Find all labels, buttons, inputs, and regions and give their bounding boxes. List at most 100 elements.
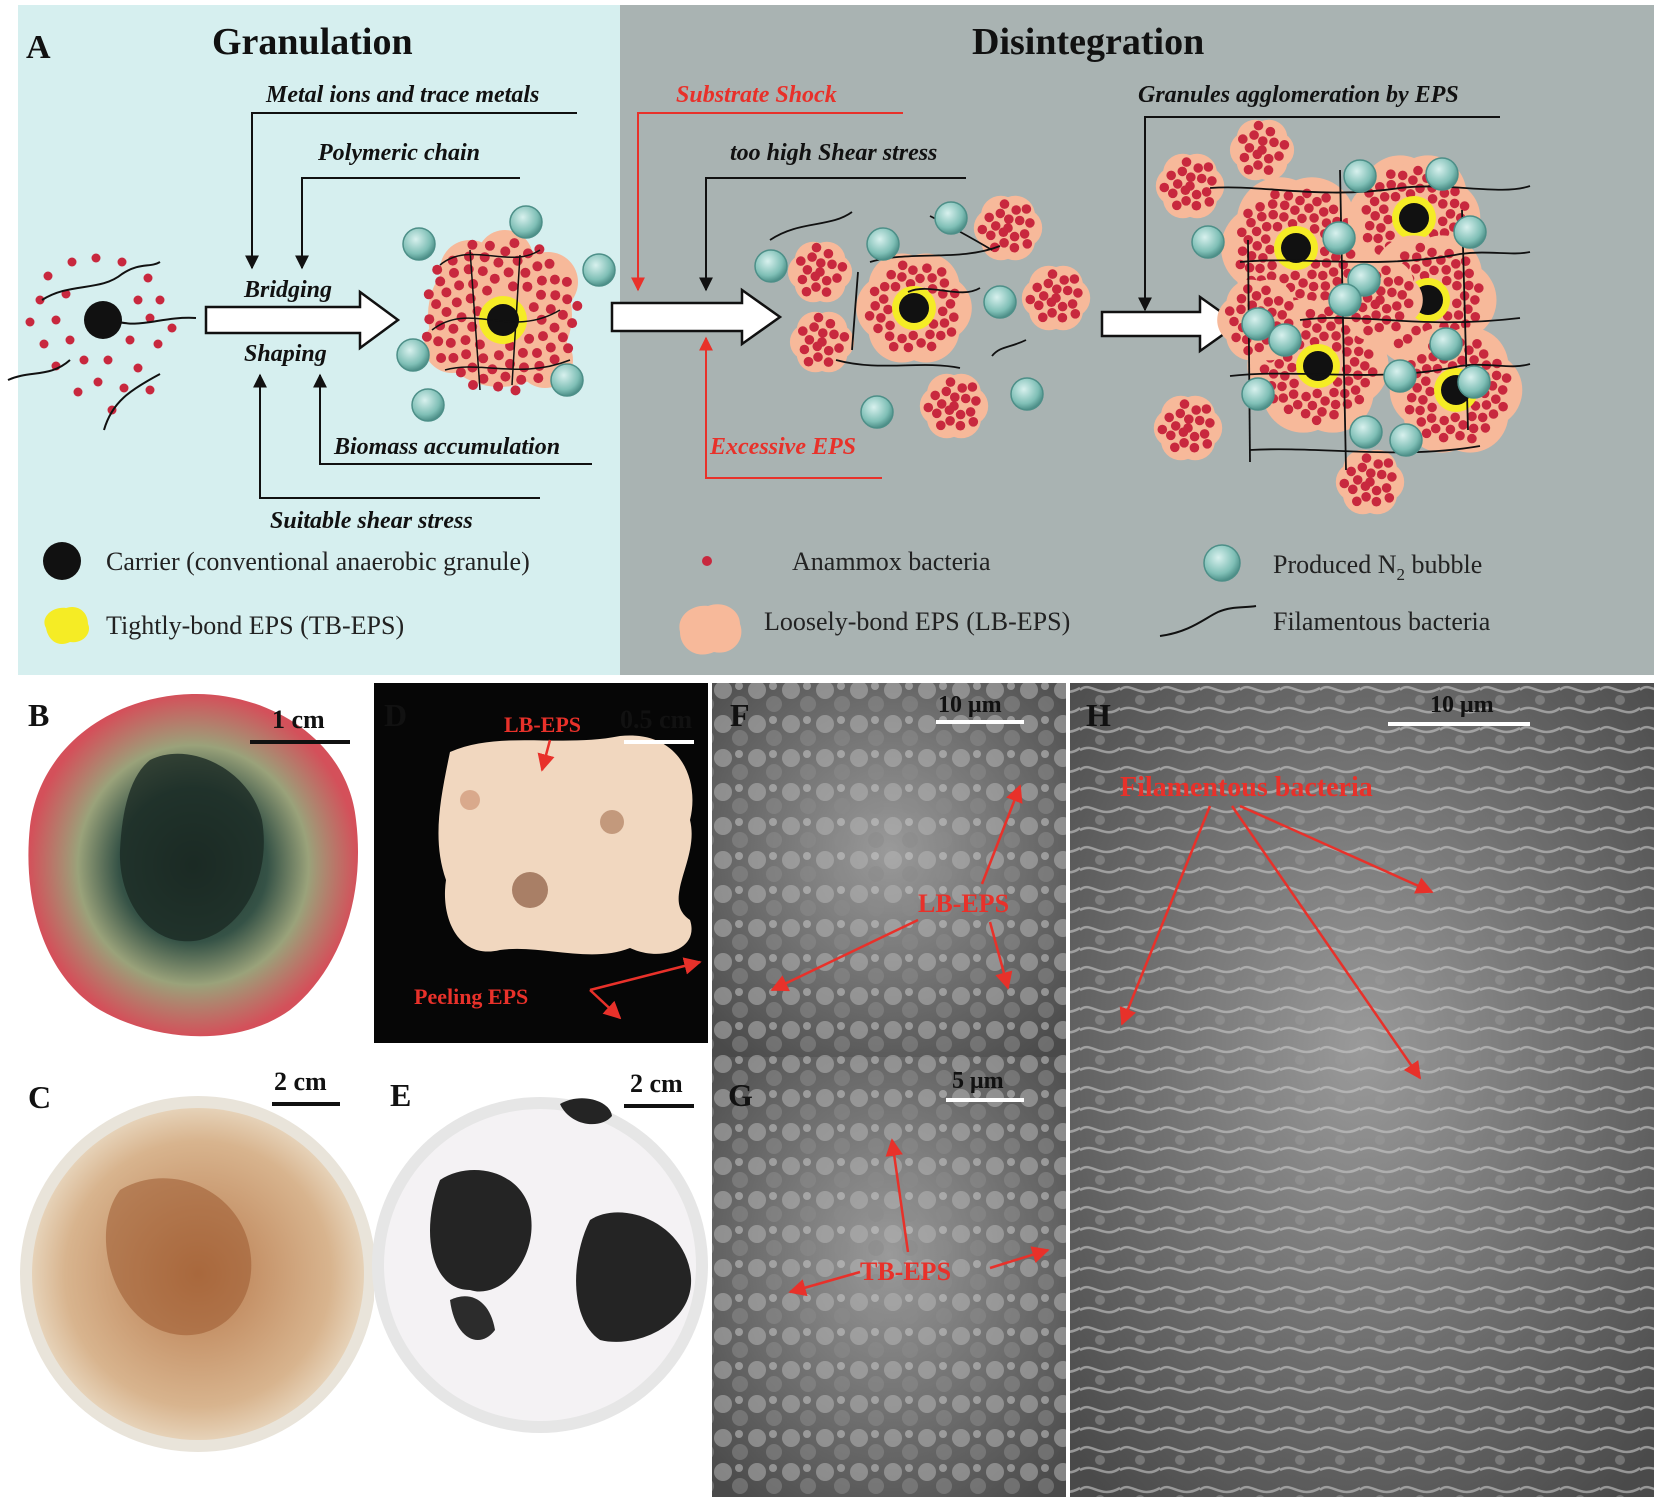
panel-h: H 10 μm Filamentous bacteria [1070, 683, 1654, 1497]
n2-bubble [1383, 359, 1417, 393]
n2-bubble [402, 227, 436, 261]
eps-cluster [973, 195, 1043, 261]
n2-bubble [1010, 377, 1044, 411]
label-shaping: Shaping [244, 341, 327, 367]
n2-bubble [1457, 365, 1491, 399]
legend: Carrier (conventional anaerobic granule)… [43, 542, 1491, 655]
legend-tb-eps: Tightly-bond EPS (TB-EPS) [106, 611, 404, 640]
n2-bubble [983, 285, 1017, 319]
panel-b-scale: 1 cm [272, 705, 325, 734]
panel-a-letter: A [26, 29, 51, 66]
legend-anammox: Anammox bacteria [792, 547, 991, 576]
eps-cluster [1229, 119, 1295, 181]
granulation-title: Granulation [212, 21, 413, 63]
legend-anammox-swatch [702, 556, 712, 566]
panel-g-letter: G [728, 1077, 753, 1113]
granulation-factor-lines [245, 112, 592, 499]
n2-bubble [396, 338, 430, 372]
n2-bubble [860, 395, 894, 429]
label-substrate-shock: Substrate Shock [676, 82, 837, 108]
label-polymeric-chain: Polymeric chain [317, 140, 480, 166]
eps-cluster [856, 253, 972, 363]
n2-bubble [1429, 327, 1463, 361]
panel-b-letter: B [28, 697, 49, 733]
panel-f-letter: F [730, 697, 750, 733]
panel-g-tb-eps-label: TB-EPS [860, 1257, 951, 1286]
eps-cluster [1153, 395, 1223, 461]
n2-bubble [1349, 415, 1383, 449]
n2-bubble [1425, 157, 1459, 191]
n2-bubble [1268, 323, 1302, 357]
disintegration-filaments [769, 169, 1531, 471]
eps-cluster [1389, 327, 1523, 453]
panel-d-letter: D [384, 697, 407, 733]
label-high-shear: too high Shear stress [730, 140, 937, 166]
legend-lb-eps-swatch [679, 604, 742, 655]
legend-carrier-swatch [43, 542, 81, 580]
legend-tb-eps-swatch [44, 606, 90, 645]
n2-bubble [509, 205, 543, 239]
eps-cluster [1335, 449, 1405, 515]
legend-filament: Filamentous bacteria [1273, 607, 1491, 636]
panel-d: D 0.5 cm LB-EPS Peeling EPS [374, 683, 708, 1043]
eps-cluster [787, 241, 853, 303]
label-excessive-eps: Excessive EPS [709, 434, 856, 460]
panel-c-letter: C [28, 1079, 51, 1115]
panel-f-lb-eps-label: LB-EPS [918, 889, 1009, 918]
panel-d-lb-eps-label: LB-EPS [504, 712, 581, 737]
label-metal-ions: Metal ions and trace metals [265, 82, 539, 108]
n2-bubble [582, 253, 616, 287]
eps-cluster [1155, 153, 1225, 219]
panel-g-scale: 5 μm [952, 1068, 1004, 1094]
n2-bubble [1322, 221, 1356, 255]
initial-state [7, 253, 197, 431]
n2-bubble [411, 388, 445, 422]
n2-bubble [754, 249, 788, 283]
panel-e-scale: 2 cm [630, 1069, 683, 1098]
n2-bubble [1241, 307, 1275, 341]
panel-h-scale: 10 μm [1430, 692, 1494, 718]
panel-c: C 2 cm [18, 1047, 376, 1497]
panel-g: G 5 μm TB-EPS [712, 1057, 1066, 1497]
n2-bubble [550, 363, 584, 397]
hollow-arrow-granulation [204, 289, 401, 351]
disintegration-factor-lines [631, 112, 1500, 479]
label-suitable-shear: Suitable shear stress [270, 508, 473, 534]
panel-e-letter: E [390, 1077, 411, 1113]
panel-h-letter: H [1086, 697, 1111, 733]
hollow-arrow-disintegration [610, 287, 783, 347]
legend-bubble-swatch [1203, 544, 1241, 582]
hollow-arrow-agglomeration [1100, 294, 1241, 354]
n2-bubble [1191, 225, 1225, 259]
granule-photo-d [438, 735, 693, 955]
legend-lb-eps: Loosely-bond EPS (LB-EPS) [764, 607, 1070, 636]
n2-bubble [1328, 283, 1362, 317]
legend-carrier: Carrier (conventional anaerobic granule) [106, 547, 530, 576]
n2-bubble [934, 201, 968, 235]
formed-granule [421, 230, 583, 396]
label-bridging: Bridging [243, 277, 332, 303]
disintegration-title: Disintegration [972, 21, 1204, 63]
panel-c-scale: 2 cm [274, 1067, 327, 1096]
legend-filament-swatch [1159, 605, 1257, 637]
panel-e: E 2 cm [372, 1047, 708, 1497]
panel-d-scale: 0.5 cm [620, 705, 693, 734]
eps-cluster [1021, 265, 1091, 331]
panel-f-scale: 10 μm [938, 692, 1002, 718]
n2-bubble [1389, 423, 1423, 457]
label-agglomeration: Granules agglomeration by EPS [1138, 82, 1459, 108]
panel-h-filament-label: Filamentous bacteria [1120, 772, 1373, 803]
panel-f: F 10 μm LB-EPS [712, 683, 1066, 1057]
label-biomass: Biomass accumulation [333, 434, 560, 460]
panel-d-peeling-label: Peeling EPS [414, 984, 528, 1009]
eps-cluster [919, 373, 989, 439]
n2-bubbles [396, 157, 1491, 457]
panel-b: B 1 cm [18, 683, 374, 1043]
n2-bubble [1241, 377, 1275, 411]
legend-bubble: Produced N2 bubble [1273, 550, 1482, 584]
n2-bubble [1453, 215, 1487, 249]
n2-bubble [1343, 159, 1377, 193]
eps-cluster [789, 311, 855, 373]
eps-clusters [787, 119, 1523, 515]
